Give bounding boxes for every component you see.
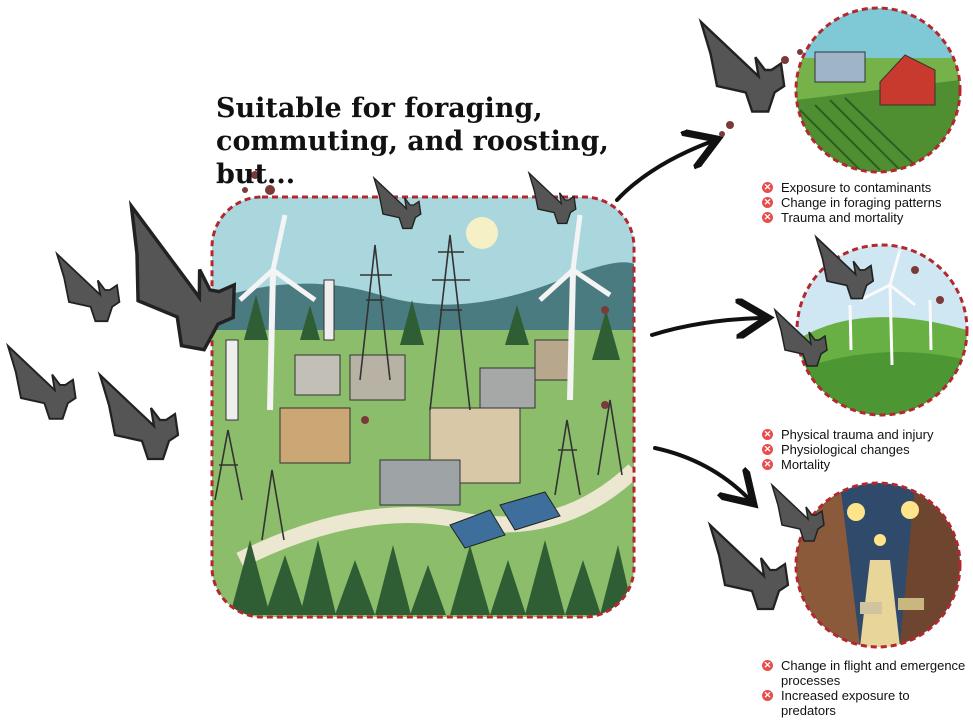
- impact-item: ✕Exposure to contaminants: [762, 180, 932, 195]
- close-icon: ✕: [762, 212, 773, 223]
- wind-impacts-list: ✕Physical trauma and injury ✕Physiologic…: [762, 427, 967, 472]
- arrow-to-city: [653, 446, 748, 498]
- close-icon: ✕: [762, 197, 773, 208]
- bat-icon: [708, 523, 790, 611]
- impact-item: ✕Trauma and mortality: [762, 210, 904, 225]
- wind-farm-scene-circle: [795, 243, 969, 417]
- arrow-to-agriculture: [615, 142, 710, 202]
- arrows: [615, 142, 760, 498]
- urban-impacts-list: ✕Change in flight and emergence processe…: [762, 658, 967, 718]
- bat-icon: [56, 253, 121, 323]
- bat-icon: [7, 345, 77, 420]
- impact-item: ✕Physiological changes: [762, 442, 910, 457]
- urban-lighting-scene-circle: [794, 481, 962, 649]
- impact-item: ✕Mortality: [762, 457, 831, 472]
- impact-item: ✕Change in flight and emergence processe…: [762, 658, 966, 688]
- impact-item: ✕Physical trauma and injury: [762, 427, 934, 442]
- industrial-landscape-illustration: [210, 195, 636, 619]
- close-icon: ✕: [762, 444, 773, 455]
- close-icon: ✕: [762, 690, 773, 701]
- headline-line-2: commuting, and roosting, but...: [216, 126, 609, 190]
- close-icon: ✕: [762, 459, 773, 470]
- agriculture-scene-circle: [794, 6, 962, 174]
- close-icon: ✕: [762, 429, 773, 440]
- agriculture-impacts-list: ✕Exposure to contaminants ✕Change in for…: [762, 180, 967, 225]
- close-icon: ✕: [762, 660, 773, 671]
- impact-item: ✕Change in foraging patterns: [762, 195, 942, 210]
- bat-icon: [98, 373, 180, 461]
- arrow-to-wind: [650, 318, 760, 335]
- insects: [242, 49, 944, 424]
- headline-line-1: Suitable for foraging,: [216, 93, 543, 124]
- headline: Suitable for foraging, commuting, and ro…: [216, 92, 636, 191]
- close-icon: ✕: [762, 182, 773, 193]
- impact-item: ✕Increased exposure to predators: [762, 688, 910, 718]
- bat-icon: [699, 20, 786, 113]
